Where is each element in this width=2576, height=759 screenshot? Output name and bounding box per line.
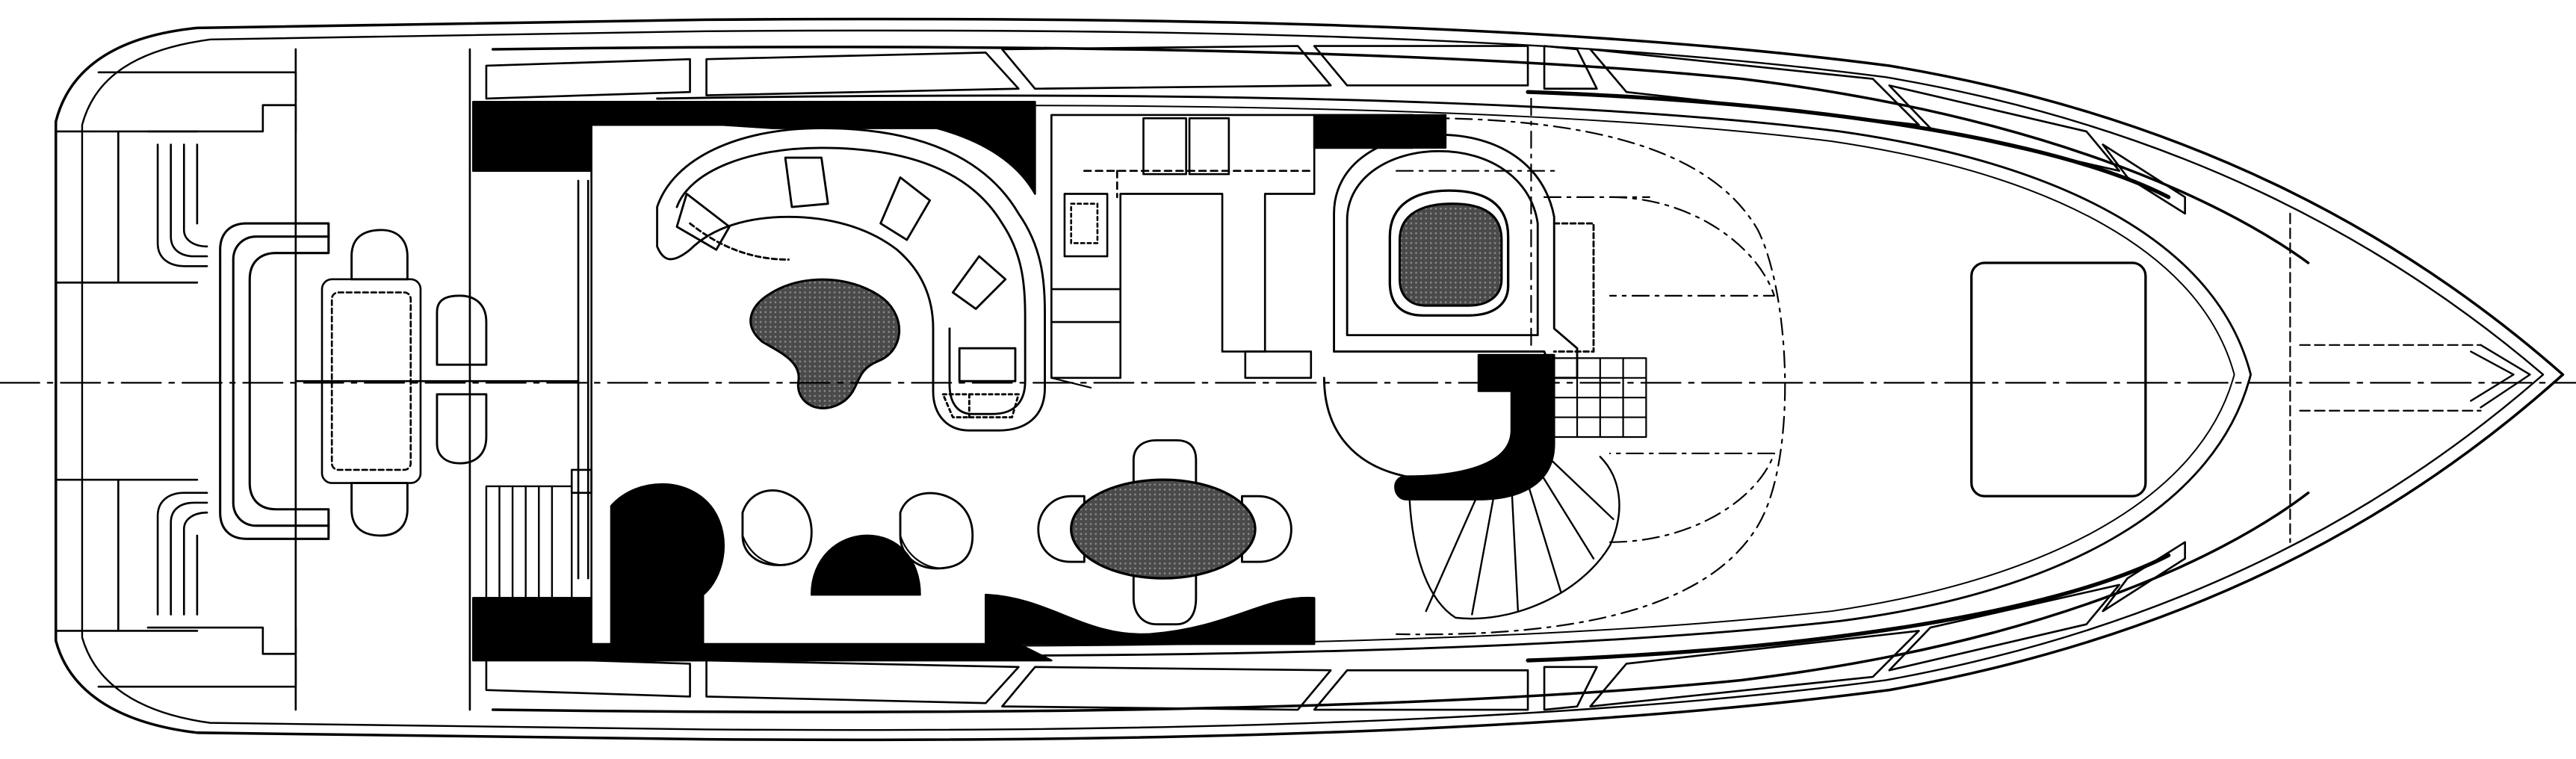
cockpit	[294, 48, 589, 711]
hull-outline	[55, 17, 2565, 742]
bow-tip	[2470, 344, 2531, 409]
helm-dash	[1394, 353, 1555, 501]
helm-seat-arc	[1322, 377, 1408, 478]
bow-details	[2289, 212, 2482, 543]
salon-coffee-table	[749, 278, 901, 409]
side-windows-top	[485, 45, 2186, 215]
stern-swim-platform	[55, 71, 297, 688]
forward-steps	[1553, 357, 1647, 439]
galley-counter	[1313, 114, 1447, 149]
aft-lounge-seat	[219, 222, 330, 540]
aft-stair	[485, 485, 573, 599]
salon-stools	[741, 489, 974, 570]
cockpit-chairs	[350, 229, 488, 537]
windshield-outline	[1389, 97, 1786, 636]
salon-curved-settee	[656, 127, 1046, 432]
side-windows-bottom	[485, 541, 2186, 711]
dining-table	[1070, 478, 1257, 580]
galley	[1050, 114, 1316, 389]
deck-inner-edge	[656, 90, 2253, 663]
salon-round-fixtures	[610, 483, 921, 662]
forward-hatch	[1970, 261, 2147, 498]
helm-console	[1398, 202, 1503, 307]
helm-station	[1333, 133, 1595, 380]
salon-aft-bulkhead	[570, 170, 592, 599]
spiral-stair	[1408, 452, 1620, 620]
salon-starboard-cabinet	[471, 593, 1316, 662]
